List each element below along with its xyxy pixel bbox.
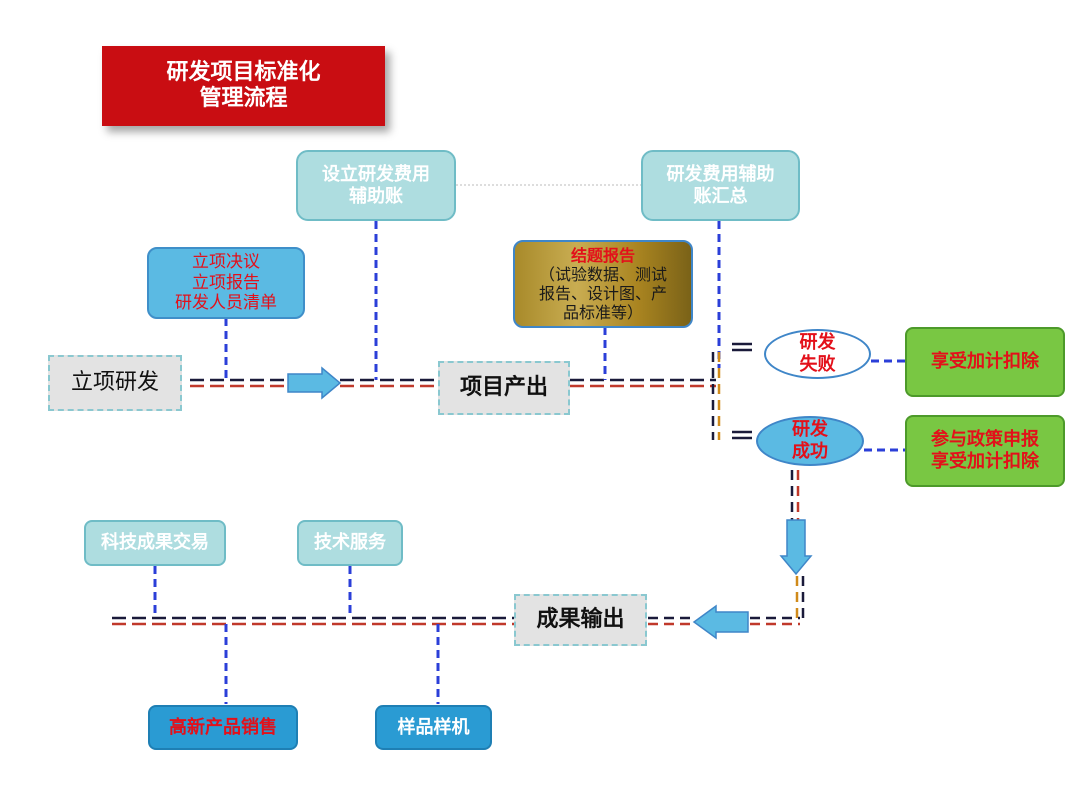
deduction-failure-label: 享受加计扣除: [931, 351, 1039, 373]
account-summary-line-1: 研发费用辅助: [666, 163, 775, 185]
tech-service-label: 技术服务: [314, 532, 386, 554]
rd-failure-line-1: 研发: [799, 332, 836, 354]
rd-success-ellipse: 研发 成功: [756, 416, 864, 466]
final-report-title: 结题报告: [570, 245, 635, 265]
tech-service-box: 技术服务: [297, 520, 403, 566]
rd-failure-ellipse: 研发 失败: [764, 329, 871, 379]
main-line-lower: [112, 616, 514, 626]
start-rd-box: 立项研发: [48, 355, 182, 411]
project-docs-line-2: 立项报告: [192, 272, 260, 293]
deduction-success-line-2: 享受加计扣除: [931, 451, 1039, 472]
project-docs-line-3: 研发人员清单: [175, 293, 277, 314]
project-output-box: 项目产出: [438, 361, 570, 415]
bottom-connectors: [153, 566, 440, 704]
sample-label: 样品样机: [397, 716, 470, 738]
down-arrow: [779, 519, 813, 576]
drop-connectors: [224, 221, 721, 380]
hightech-sales-box: 高新产品销售: [148, 705, 298, 750]
start-rd-label: 立项研发: [70, 369, 159, 395]
final-report-box: 结题报告 （试验数据、测试 报告、设计图、产 品标准等）: [513, 240, 693, 328]
title-line-1: 研发项目标准化: [166, 59, 321, 85]
title-line-2: 管理流程: [199, 86, 288, 111]
account-summary-box: 研发费用辅助 账汇总: [641, 150, 800, 221]
result-output-box: 成果输出: [514, 594, 647, 646]
output-arrow-ticks: [648, 616, 694, 626]
left-arrow: [692, 604, 749, 640]
tech-trade-label: 科技成果交易: [101, 532, 209, 554]
result-output-label: 成果输出: [536, 606, 625, 632]
project-docs-line-1: 立项决议: [192, 252, 260, 273]
final-report-line-1: （试验数据、测试: [538, 264, 667, 284]
tech-trade-box: 科技成果交易: [84, 520, 226, 566]
setup-account-box: 设立研发费用 辅助账: [296, 150, 456, 221]
deduction-failure-box: 享受加计扣除: [905, 327, 1065, 397]
final-report-line-3: 品标准等）: [562, 303, 643, 323]
project-docs-box: 立项决议 立项报告 研发人员清单: [147, 247, 305, 319]
hightech-sales-label: 高新产品销售: [169, 716, 277, 738]
deduction-success-line-1: 参与政策申报: [931, 429, 1039, 451]
deduction-connectors: [864, 359, 905, 452]
deduction-success-box: 参与政策申报 享受加计扣除: [905, 415, 1065, 487]
sample-box: 样品样机: [375, 705, 492, 750]
setup-account-line-2: 辅助账: [349, 185, 403, 207]
rd-failure-line-2: 失败: [799, 354, 836, 375]
success-down-line: [790, 470, 800, 520]
main-line-upper: [190, 378, 716, 388]
main-arrow: [287, 366, 342, 400]
rd-success-line-1: 研发: [792, 419, 828, 441]
page-title: 研发项目标准化 管理流程: [102, 46, 385, 126]
branch-line: [711, 352, 721, 440]
branch-ticks: [732, 342, 752, 440]
account-summary-line-2: 账汇总: [693, 185, 748, 207]
setup-account-line-1: 设立研发费用: [322, 163, 430, 185]
project-output-label: 项目产出: [459, 374, 548, 400]
return-line: [750, 576, 805, 626]
final-report-line-2: 报告、设计图、产: [538, 284, 667, 303]
rd-success-line-2: 成功: [792, 441, 828, 462]
